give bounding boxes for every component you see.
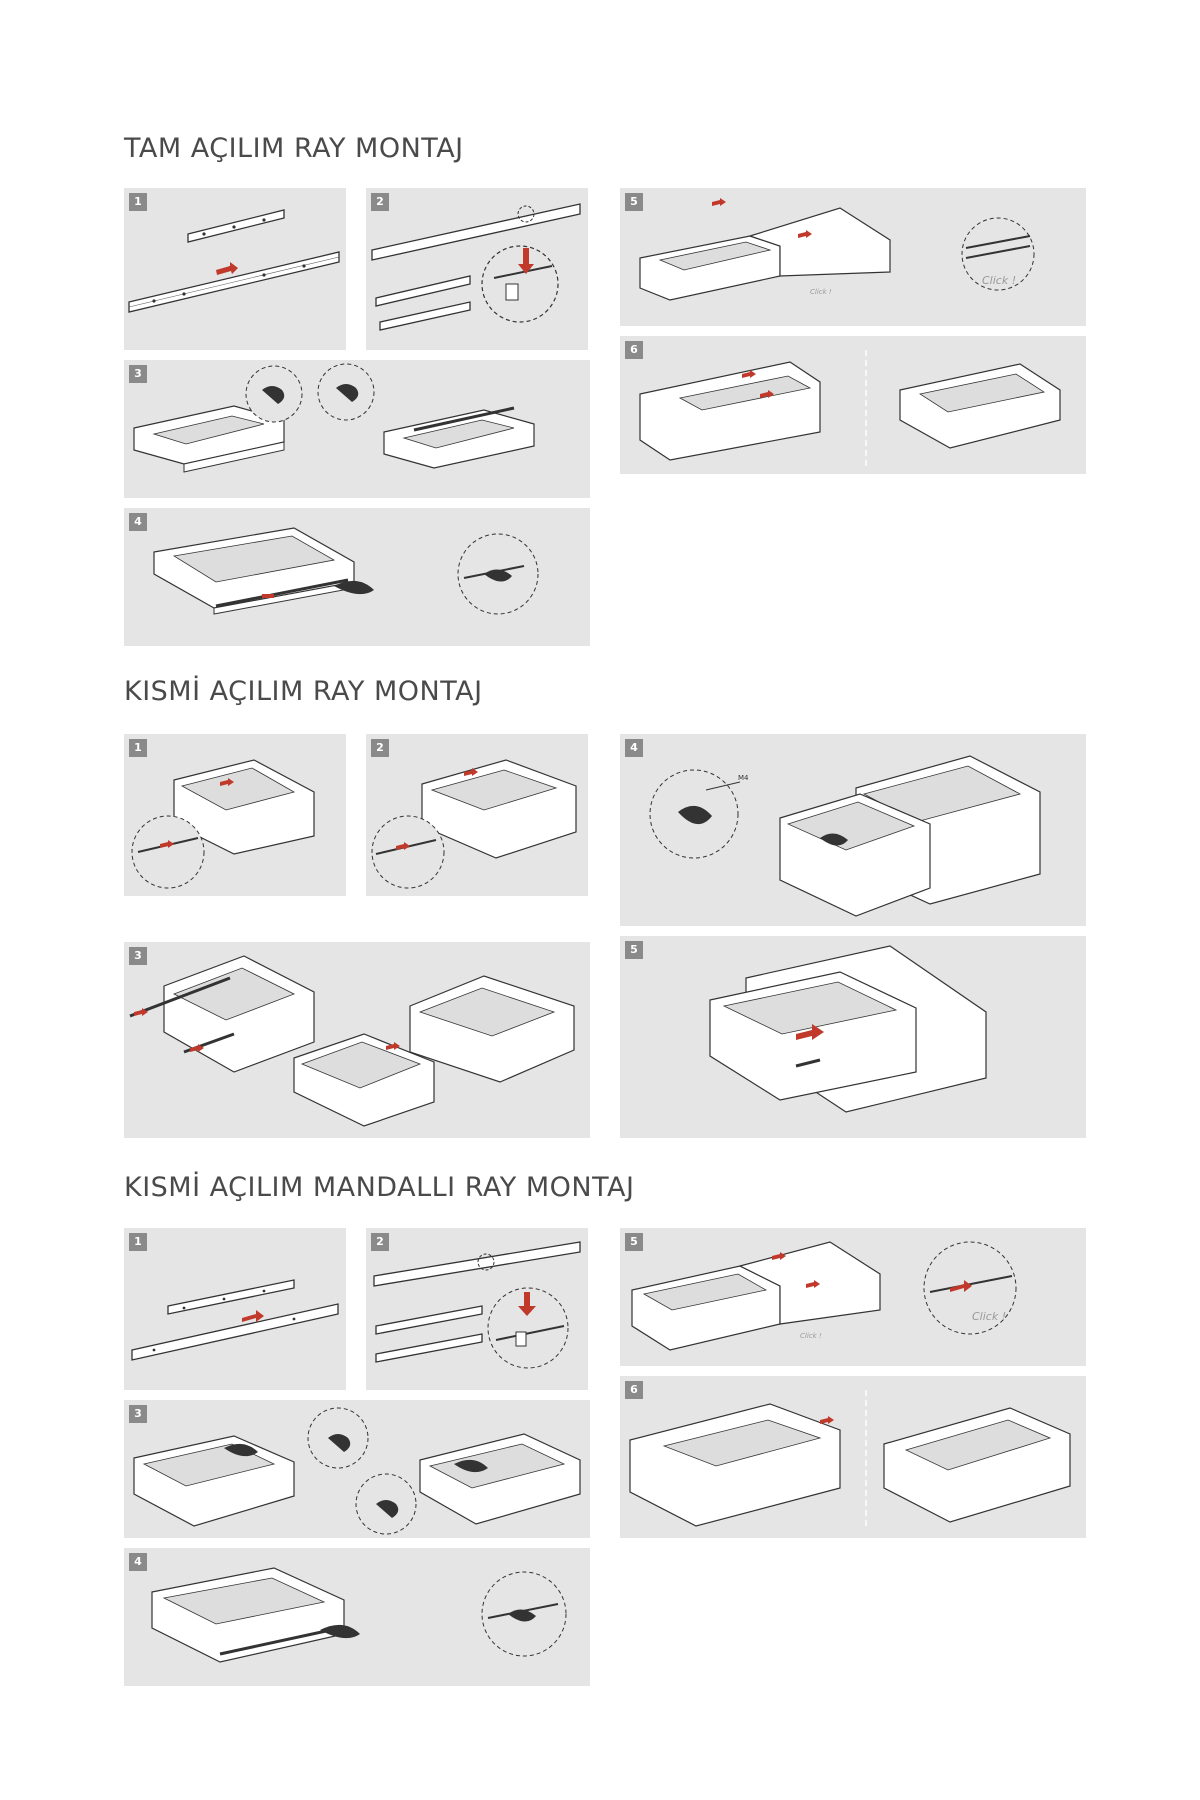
detail-zoom-circle-icon	[371, 815, 445, 889]
drawer-illustration	[639, 350, 1061, 466]
step-panel: 3	[124, 1400, 590, 1538]
section-title-mandalli: KISMİ AÇILIM MANDALLI RAY MONTAJ	[124, 1172, 635, 1203]
step-number: 1	[129, 1233, 147, 1251]
rail-illustration	[373, 1241, 581, 1369]
step-panel: 2	[366, 734, 588, 896]
step-panel: 1	[124, 1228, 346, 1390]
drawer-illustration: M4	[649, 755, 1041, 917]
drawer-illustration	[371, 759, 577, 889]
section-title-tam-acilim: TAM AÇILIM RAY MONTAJ	[124, 133, 464, 164]
step-number: 2	[371, 193, 389, 211]
step-number: 3	[129, 365, 147, 383]
drawer-illustration	[133, 1407, 581, 1535]
step-number: 4	[129, 1553, 147, 1571]
step-number: 5	[625, 941, 643, 959]
step-number: 3	[129, 947, 147, 965]
drawer-illustration: Click ! Click !	[631, 1241, 1017, 1351]
step-panel: 2	[366, 1228, 588, 1390]
red-arrow-icon	[242, 1310, 264, 1322]
step-number: 1	[129, 739, 147, 757]
step-panel: 5	[620, 936, 1086, 1138]
step-panel: 5 Click ! Click !	[620, 1228, 1086, 1366]
rail-illustration	[131, 1279, 339, 1361]
detail-zoom-circle-icon	[487, 1287, 569, 1369]
step-number: 6	[625, 1381, 643, 1399]
click-label: Click !	[800, 1332, 822, 1340]
step-panel: 2	[366, 188, 588, 350]
detail-zoom-circle-icon	[961, 217, 1035, 291]
step-number: 5	[625, 1233, 643, 1251]
rail-illustration	[371, 203, 581, 331]
red-arrow-icon	[518, 248, 534, 274]
detail-zoom-circle-icon	[923, 1241, 1017, 1335]
step-panel: 3	[124, 942, 590, 1138]
red-arrow-icon	[796, 1024, 824, 1040]
step-number: 1	[129, 193, 147, 211]
step-number: 4	[129, 513, 147, 531]
step-panel: 3	[124, 360, 590, 498]
rail-illustration	[128, 209, 340, 313]
red-arrow-icon	[216, 262, 238, 275]
drawer-illustration	[629, 1390, 1071, 1527]
step-panel: 1	[124, 188, 346, 350]
drawer-illustration	[129, 955, 575, 1127]
step-number: 4	[625, 739, 643, 757]
click-label: Click !	[982, 274, 1016, 287]
step-number: 6	[625, 341, 643, 359]
step-panel: 6	[620, 1376, 1086, 1538]
step-panel: 4	[124, 508, 590, 646]
drawer-illustration	[709, 945, 987, 1113]
step-panel: 4 M4	[620, 734, 1086, 926]
step-number: 2	[371, 1233, 389, 1251]
section-title-kismi-acilim: KISMİ AÇILIM RAY MONTAJ	[124, 676, 483, 707]
step-number: 3	[129, 1405, 147, 1423]
step-panel: 4	[124, 1548, 590, 1686]
step-panel: 1	[124, 734, 346, 896]
drawer-illustration	[131, 759, 315, 889]
drawer-illustration	[153, 527, 539, 615]
click-label: Click !	[810, 288, 832, 296]
click-label: Click !	[972, 1310, 1006, 1323]
step-panel: 6	[620, 336, 1086, 474]
m4-label: M4	[738, 774, 749, 782]
step-panel: 5 Click ! Click !	[620, 188, 1086, 326]
drawer-illustration: Click ! Click !	[639, 198, 1035, 301]
step-number: 2	[371, 739, 389, 757]
drawer-illustration	[133, 363, 535, 473]
drawer-illustration	[151, 1567, 567, 1663]
step-number: 5	[625, 193, 643, 211]
detail-zoom-circle-icon	[481, 245, 559, 323]
detail-zoom-circle-icon	[131, 815, 205, 889]
